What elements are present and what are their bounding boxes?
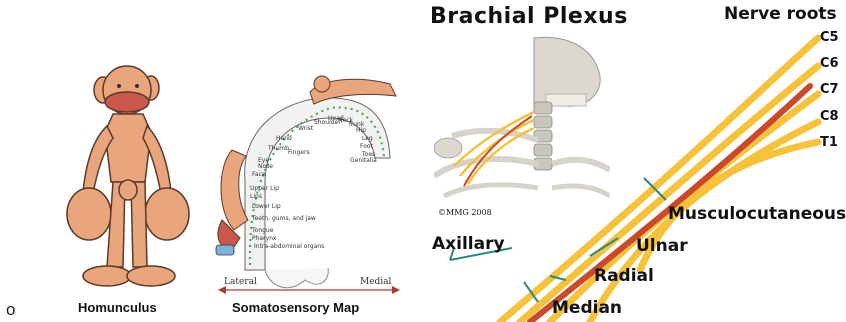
map-label-tongue: Tongue [251, 227, 274, 234]
root-t1: T1 [820, 135, 838, 150]
map-label-thumb: Thumb [267, 145, 289, 152]
label-axillary: Axillary [432, 234, 505, 254]
map-label-hand: Hand [276, 135, 292, 142]
map-label-genitalia: Genitalia [350, 157, 377, 164]
homunculus-figure [55, 62, 205, 297]
map-label-upper-lip: Upper Lip [250, 185, 279, 192]
map-label-nose: Nose [258, 163, 273, 170]
root-c8: C8 [820, 109, 839, 124]
map-label-face: Face [252, 171, 266, 178]
bullet-marker: o [6, 300, 15, 320]
root-c7: C7 [820, 82, 839, 97]
map-label-abdominal: Intra-abdominal organs [254, 243, 324, 250]
label-median: Median [552, 298, 622, 318]
map-label-lips: Lips [250, 193, 262, 200]
somatosensory-caption: Somatosensory Map [232, 300, 359, 315]
map-label-wrist: Wrist [298, 125, 314, 132]
map-label-foot: Foot [360, 143, 374, 150]
map-label-lower-lip: Lower Lip [252, 203, 281, 210]
root-c6: C6 [820, 56, 839, 71]
map-label-fingers: Fingers [288, 149, 310, 156]
label-radial: Radial [594, 266, 654, 286]
somatosensory-map: Lateral Medial Face Upper Lip Lips Lower… [210, 70, 405, 298]
map-label-teeth: Teeth, gums, and jaw [251, 215, 316, 222]
map-label-hip: Hip [356, 127, 366, 134]
label-ulnar: Ulnar [636, 236, 688, 256]
lateral-label: Lateral [224, 277, 257, 287]
root-c5: C5 [820, 30, 839, 45]
medial-label: Medial [360, 277, 392, 287]
label-musculocutaneous: Musculocutaneous [668, 204, 846, 224]
map-label-pharynx: Pharynx [252, 235, 277, 242]
homunculus-caption: Homunculus [78, 300, 157, 315]
map-label-leg: Leg [362, 135, 373, 142]
nerve-roots-title: Nerve roots [724, 4, 837, 24]
